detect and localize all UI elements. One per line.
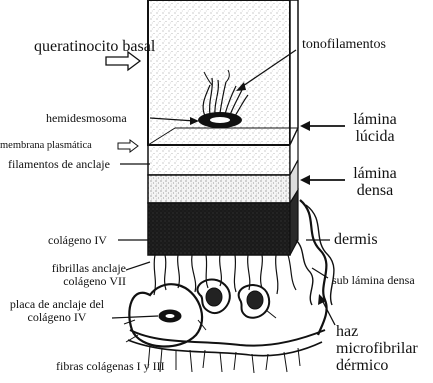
anchoring-fibrils xyxy=(154,255,296,295)
plasma-membrane-label: membrana plasmática xyxy=(0,140,92,151)
lamina-densa-label: lámina densa xyxy=(345,166,405,200)
hemidesmosome-label: hemidesmosoma xyxy=(46,112,127,125)
sub-lamina-densa-label: sub lámina densa xyxy=(332,274,415,287)
anchoring-plaque-label: placa de anclaje del colágeno IV xyxy=(2,298,112,323)
dermis-label: dermis xyxy=(334,232,378,249)
tonofilaments-label: tonofilamentos xyxy=(302,38,386,53)
collagen-fibers-label: fibras colágenas I y III xyxy=(56,360,165,373)
collagen-iv-label: colágeno IV xyxy=(48,234,107,247)
microfibrillar-bundle-label: haz microfibrilar dérmico xyxy=(336,324,432,374)
keratinocyte-label: queratinocito basal xyxy=(34,39,155,56)
anchoring-fibrils-label: fibrillas anclaje colágeno VII xyxy=(34,262,126,287)
lamina-lucida-label: lámina lúcida xyxy=(345,112,405,146)
anchoring-filaments-label: filamentos de anclaje xyxy=(8,158,110,171)
